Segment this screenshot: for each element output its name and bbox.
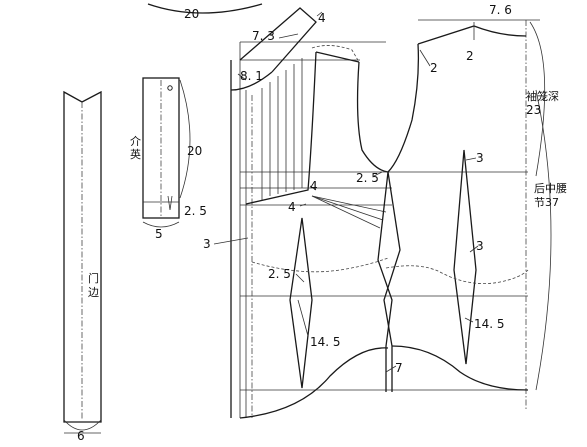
label-placket-men: 门 xyxy=(88,271,99,285)
label-back-waist-center-value: 节37 xyxy=(534,196,559,209)
label-back-14-5: 14. 5 xyxy=(474,317,505,331)
label-front-shoulder-2: 2 xyxy=(430,61,438,75)
placket-strip xyxy=(63,90,102,434)
top-arc xyxy=(147,3,263,14)
label-facing-20: 20 xyxy=(187,144,202,158)
label-front-4-b: 4 xyxy=(288,200,296,214)
label-front-14-5: 14. 5 xyxy=(310,335,341,349)
label-back-3-top: 3 xyxy=(476,151,484,165)
label-7-3: 7. 3 xyxy=(252,29,275,43)
label-collar-4: 4 xyxy=(318,11,326,25)
facing-piece xyxy=(142,77,191,228)
label-armhole-depth-value: 23 xyxy=(526,103,541,117)
label-facing-5: 5 xyxy=(155,227,163,241)
label-facing-2-5: 2. 5 xyxy=(184,204,207,218)
label-7-6: 7. 6 xyxy=(489,3,512,17)
label-top-20: 20 xyxy=(184,7,199,21)
label-placket-bian: 边 xyxy=(88,286,99,299)
label-armhole-2-5: 2. 5 xyxy=(356,171,379,185)
label-back-3-mid: 3 xyxy=(476,239,484,253)
label-front-3: 3 xyxy=(203,237,211,251)
label-front-2-5: 2. 5 xyxy=(268,267,291,281)
label-facing-ying: 英 xyxy=(130,147,141,161)
label-front-4-a: 4 xyxy=(310,179,318,193)
label-armhole-depth: 袖笼深 xyxy=(526,89,559,103)
leader-lines xyxy=(213,11,479,373)
label-back-waist-center: 后中腰 xyxy=(534,182,567,195)
bodice-front xyxy=(230,7,528,419)
label-placket-6: 6 xyxy=(77,429,85,443)
label-hem-7: 7 xyxy=(395,361,403,375)
label-facing-jie: 介 xyxy=(130,135,141,148)
label-back-shoulder-2: 2 xyxy=(466,49,474,63)
label-8-1: 8. 1 xyxy=(240,69,263,83)
